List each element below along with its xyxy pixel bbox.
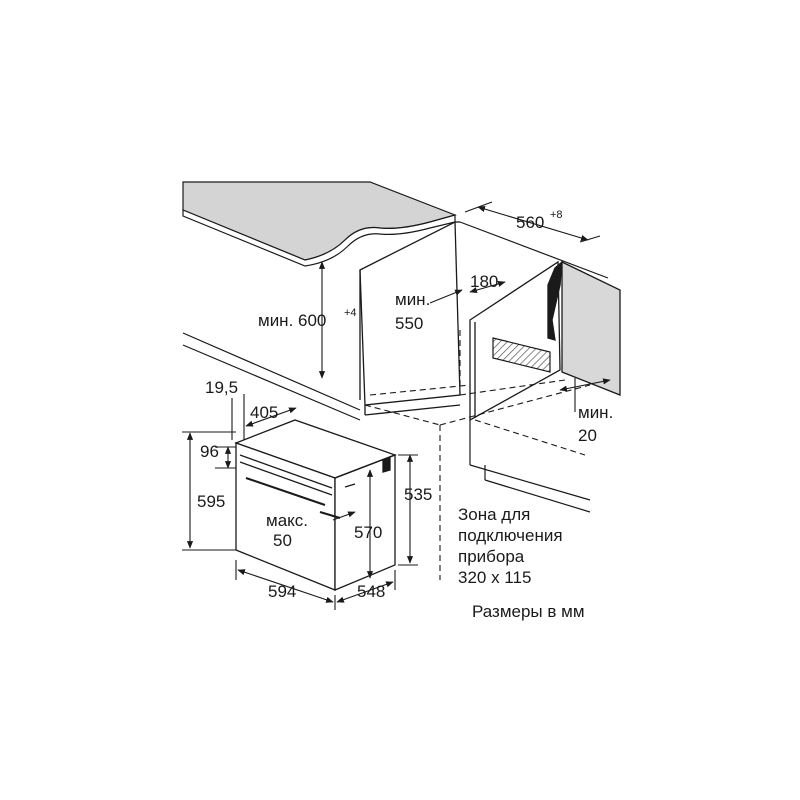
label-min-20-line1: мин. xyxy=(578,403,613,422)
connection-zone-note: Зона для подключения прибора 320 x 115 xyxy=(458,505,563,587)
label-560-tolerance: +8 xyxy=(550,209,563,221)
zone-note-line1: Зона для xyxy=(458,505,530,524)
label-180: 180 xyxy=(470,272,498,291)
label-600-tolerance: +4 xyxy=(344,307,357,319)
label-548: 548 xyxy=(357,582,385,601)
label-96: 96 xyxy=(200,442,219,461)
label-535: 535 xyxy=(404,485,432,504)
label-560: 560 xyxy=(516,213,544,232)
countertop-left xyxy=(182,181,457,267)
label-405: 405 xyxy=(250,403,278,422)
label-19-5: 19,5 xyxy=(205,378,238,397)
cabinet-right-panel xyxy=(469,260,621,422)
zone-note-line3: прибора xyxy=(458,547,525,566)
label-570: 570 xyxy=(354,523,382,542)
floor-lines xyxy=(182,221,609,513)
label-594: 594 xyxy=(268,582,296,601)
label-max-50-line2: 50 xyxy=(273,531,292,550)
dimension-lines xyxy=(182,201,611,610)
label-min-20-line2: 20 xyxy=(578,426,597,445)
label-min-550-line2: 550 xyxy=(395,314,423,333)
label-595: 595 xyxy=(197,492,225,511)
label-max-50-line1: макс. xyxy=(266,511,308,530)
zone-note-line2: подключения xyxy=(458,526,563,545)
niche-dashed-outline xyxy=(364,330,591,580)
connection-zone xyxy=(492,337,551,373)
units-note: Размеры в мм xyxy=(472,602,585,621)
zone-note-line4: 320 x 115 xyxy=(458,568,531,587)
oven-body xyxy=(234,419,397,591)
label-600: мин. 600 xyxy=(258,311,326,330)
dimension-labels: 560 +8 мин. 600 +4 мин. 550 180 мин. 20 … xyxy=(197,209,613,601)
label-min-550-line1: мин. xyxy=(395,290,430,309)
